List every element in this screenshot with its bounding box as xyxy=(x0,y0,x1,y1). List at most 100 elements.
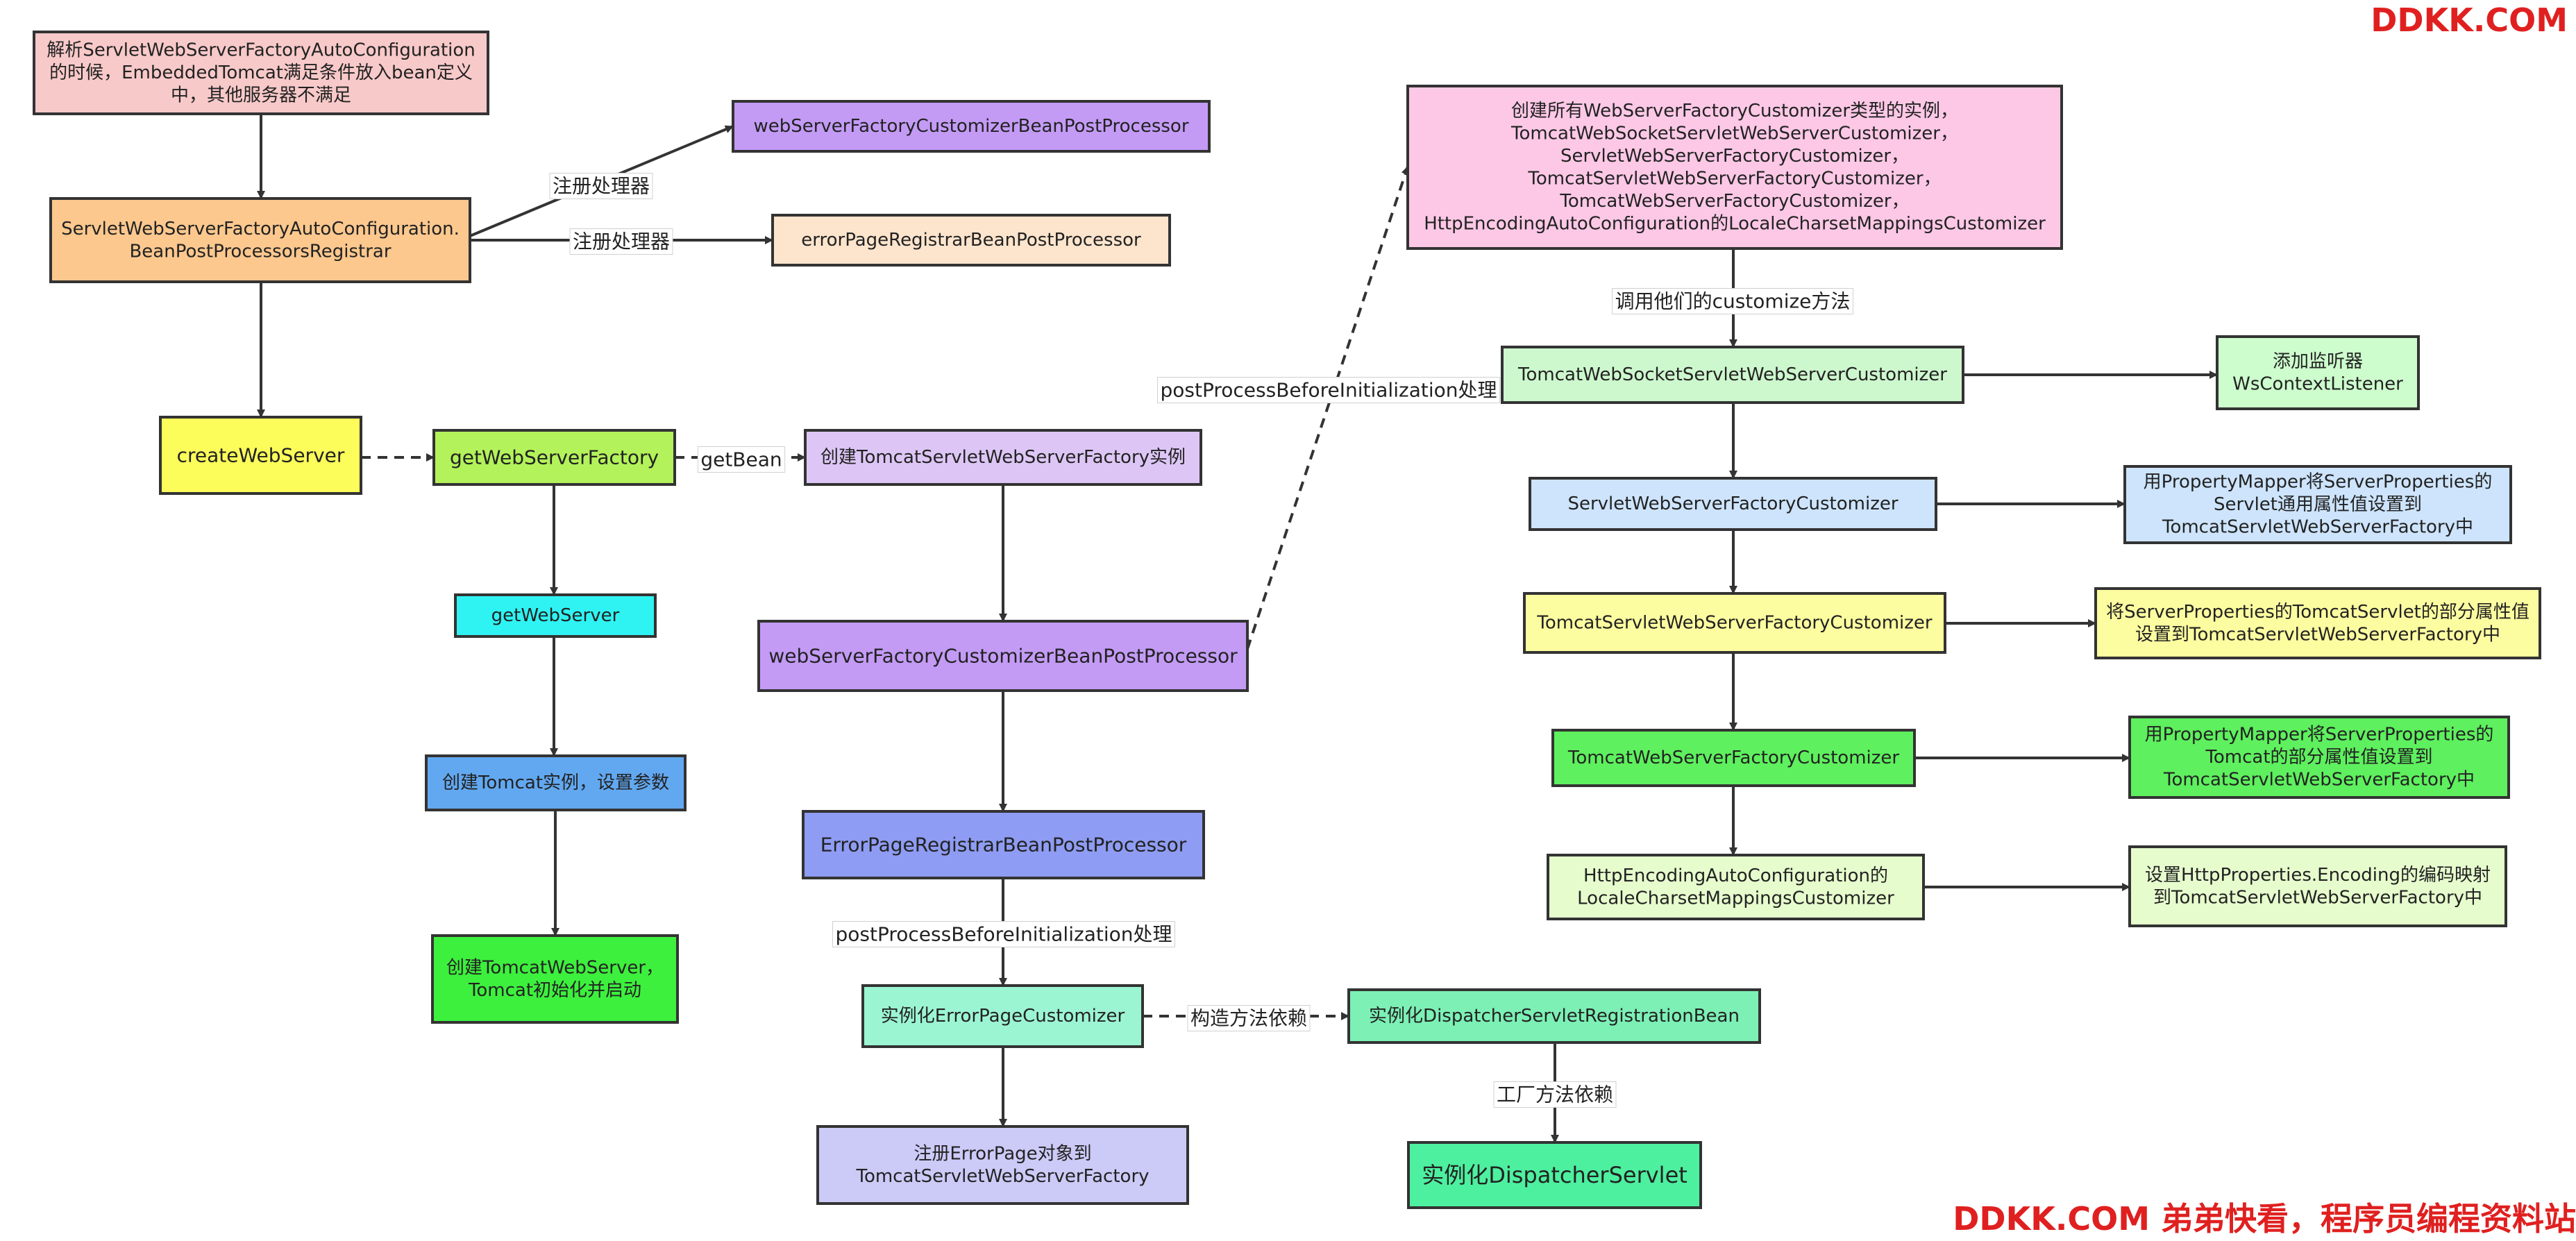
node-createWebServer: createWebServer xyxy=(159,416,362,495)
node-text: 创建Tomcat实例，设置参数 xyxy=(442,773,669,793)
edge-label-text: 构造方法依赖 xyxy=(1190,1007,1307,1030)
node-text: TomcatWebServerFactoryCustomizer xyxy=(1567,748,1900,768)
node-text: Tomcat的部分属性值设置到 xyxy=(2205,747,2432,768)
node-text: HttpEncodingAutoConfiguration的 xyxy=(1583,866,1888,886)
node-text: 解析ServletWebServerFactoryAutoConfigurati… xyxy=(47,40,475,61)
node-text: TomcatWebSocketServletWebServerCustomize… xyxy=(1517,364,1947,385)
node-registerErrorPage: 注册ErrorPage对象到TomcatServletWebServerFact… xyxy=(816,1125,1189,1205)
node-text: TomcatServletWebServerFactory中 xyxy=(2163,770,2475,791)
node-d2: 用PropertyMapper将ServerProperties的Servlet… xyxy=(2123,465,2512,544)
node-text: 设置到TomcatServletWebServerFactory中 xyxy=(2135,624,2500,645)
edge-label-registrar-epr: 注册处理器 xyxy=(569,228,673,255)
node-text: ErrorPageRegistrarBeanPostProcessor xyxy=(820,834,1187,856)
node-text: 用PropertyMapper将ServerProperties的 xyxy=(2145,725,2494,745)
edge-label-eprmid-errorpage: postProcessBeforeInitialization处理 xyxy=(832,921,1175,947)
node-dispatcherServlet: 实例化DispatcherServlet xyxy=(1407,1141,1702,1209)
node-box xyxy=(861,984,1144,1048)
node-text: 创建TomcatServletWebServerFactory实例 xyxy=(820,447,1186,468)
edge-label-text: postProcessBeforeInitialization处理 xyxy=(1161,379,1497,402)
node-text: ServletWebServerFactoryCustomizer xyxy=(1567,493,1898,514)
edge-label-getfactory-tomcatfactory: getBean xyxy=(697,446,786,473)
node-eprbpp_top: errorPageRegistrarBeanPostProcessor xyxy=(771,214,1171,267)
node-createCustomizers: 创建所有WebServerFactoryCustomizer类型的实例，Tomc… xyxy=(1406,85,2063,250)
node-text: 注册ErrorPage对象到 xyxy=(914,1143,1091,1164)
node-dispatcherRegBean: 实例化DispatcherServletRegistrationBean xyxy=(1347,988,1761,1044)
node-box xyxy=(33,31,489,115)
edge-label-bg xyxy=(832,921,1175,947)
node-text: 的时候，EmbeddedTomcat满足条件放入bean定义 xyxy=(49,62,473,83)
node-text: Servlet通用属性值设置到 xyxy=(2214,494,2422,515)
node-box xyxy=(1547,854,1925,920)
node-text: getWebServerFactory xyxy=(450,446,659,469)
node-registrar: ServletWebServerFactoryAutoConfiguration… xyxy=(49,197,471,283)
node-parse: 解析ServletWebServerFactoryAutoConfigurati… xyxy=(33,31,489,115)
node-box xyxy=(2123,465,2512,544)
node-text: TomcatServletWebServerFactoryCustomizer xyxy=(1536,613,1933,634)
node-wsfcbpp_mid: webServerFactoryCustomizerBeanPostProces… xyxy=(757,620,1249,692)
node-box xyxy=(1406,85,2063,250)
node-createTomcat: 创建Tomcat实例，设置参数 xyxy=(425,754,687,811)
node-box xyxy=(757,620,1249,692)
node-text: ServletWebServerFactoryAutoConfiguration… xyxy=(61,219,460,239)
node-errorPageCustomizer: 实例化ErrorPageCustomizer xyxy=(861,984,1144,1048)
node-c5: HttpEncodingAutoConfiguration的LocaleChar… xyxy=(1547,854,1925,920)
node-box xyxy=(2216,335,2420,410)
node-text: 中，其他服务器不满足 xyxy=(171,85,351,106)
node-text: 将ServerProperties的TomcatServlet的部分属性值 xyxy=(2106,602,2529,623)
node-wsfcbpp_top: webServerFactoryCustomizerBeanPostProces… xyxy=(732,100,1211,153)
node-box xyxy=(2128,845,2507,927)
edge-label-bg xyxy=(1493,1081,1617,1108)
edge-label-text: postProcessBeforeInitialization处理 xyxy=(836,923,1172,946)
node-box xyxy=(802,810,1205,879)
edge-label-text: getBean xyxy=(700,448,782,471)
node-box xyxy=(2128,716,2510,799)
node-box xyxy=(1529,477,1937,531)
node-text: 添加监听器 xyxy=(2273,351,2363,372)
node-text: LocaleCharsetMappingsCustomizer xyxy=(1577,888,1894,909)
node-text: 到TomcatServletWebServerFactory中 xyxy=(2153,887,2482,908)
edge-label-bg xyxy=(1612,288,1853,314)
node-text: TomcatWebServerFactoryCustomizer， xyxy=(1559,191,1909,212)
node-text: TomcatServletWebServerFactory xyxy=(855,1166,1149,1187)
node-box xyxy=(1523,592,1946,654)
node-text: ServletWebServerFactoryCustomizer， xyxy=(1560,146,1909,167)
node-text: 实例化DispatcherServletRegistrationBean xyxy=(1369,1006,1740,1027)
node-eprbpp_mid: ErrorPageRegistrarBeanPostProcessor xyxy=(802,810,1205,879)
edge-label-registrar-wsfc: 注册处理器 xyxy=(549,173,653,199)
node-text: 设置HttpProperties.Encoding的编码映射 xyxy=(2145,865,2491,886)
node-text: TomcatServletWebServerFactoryCustomizer， xyxy=(1527,168,1941,189)
node-box xyxy=(1347,988,1761,1044)
edge-label-bg xyxy=(697,446,786,473)
node-box xyxy=(454,593,657,638)
node-box xyxy=(1501,346,1964,404)
node-box xyxy=(431,934,679,1024)
node-text: errorPageRegistrarBeanPostProcessor xyxy=(801,230,1141,251)
edge-label-text: 注册处理器 xyxy=(573,230,670,253)
node-getWebServerFactory: getWebServerFactory xyxy=(432,429,676,486)
node-box xyxy=(732,100,1211,153)
edge-label-dispreg-disp: 工厂方法依赖 xyxy=(1493,1081,1617,1108)
node-createTomcatWebServer: 创建TomcatWebServer，Tomcat初始化并启动 xyxy=(431,934,679,1024)
node-text: 创建TomcatWebServer， xyxy=(446,957,664,978)
watermark-top: DDKK.COM xyxy=(2371,1,2568,39)
node-c4: TomcatWebServerFactoryCustomizer xyxy=(1551,729,1916,787)
node-text: createWebServer xyxy=(177,444,345,467)
node-text: BeanPostProcessorsRegistrar xyxy=(129,241,391,262)
edge-label-bg xyxy=(569,228,673,255)
node-text: Tomcat初始化并启动 xyxy=(468,980,641,1001)
node-createTomcatFactory: 创建TomcatServletWebServerFactory实例 xyxy=(804,429,1202,486)
node-box xyxy=(816,1125,1189,1205)
watermark-bottom: DDKK.COM 弟弟快看，程序员编程资料站 xyxy=(1953,1200,2576,1238)
node-box xyxy=(771,214,1171,267)
node-box xyxy=(425,754,687,811)
node-text: 实例化ErrorPageCustomizer xyxy=(881,1006,1125,1027)
edge-label-text: 注册处理器 xyxy=(553,175,650,198)
node-text: WsContextListener xyxy=(2232,373,2403,394)
edge-label-wsfcmid-customizers: postProcessBeforeInitialization处理 xyxy=(1157,377,1500,403)
node-text: TomcatServletWebServerFactory中 xyxy=(2162,517,2473,538)
edge-label-bg xyxy=(549,173,653,199)
node-getWebServer: getWebServer xyxy=(454,593,657,638)
node-text: 用PropertyMapper将ServerProperties的 xyxy=(2144,472,2493,493)
node-d3: 将ServerProperties的TomcatServlet的部分属性值设置到… xyxy=(2094,587,2541,659)
